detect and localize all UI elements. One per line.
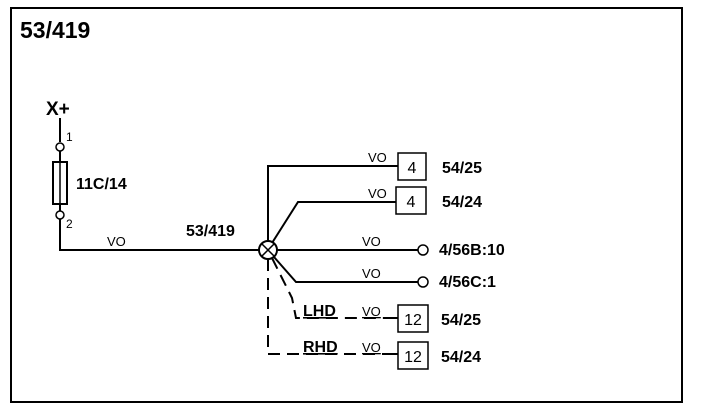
main-wire-color: VO	[107, 234, 126, 249]
branch-2-wire-color: VO	[368, 186, 387, 201]
branch-2-destination: 54/24	[442, 194, 482, 211]
pin-2-terminal	[55, 210, 65, 220]
diagram-frame	[10, 7, 683, 403]
branch-3-terminal	[417, 244, 429, 256]
diagram-title: 53/419	[20, 17, 90, 43]
branch-1-wire-color: VO	[368, 150, 387, 165]
branch-4-destination: 4/56C:1	[439, 274, 496, 291]
branch-5-connector-pin: 12	[404, 312, 422, 329]
pin-2-label: 2	[66, 217, 73, 231]
splice-cross-b	[261, 243, 275, 257]
branch-6-connector	[397, 341, 429, 370]
branch-1-connector	[397, 152, 427, 181]
pin-1-label: 1	[66, 130, 73, 144]
branch-5-destination: 54/25	[441, 312, 481, 329]
branch-3-destination: 4/56B:10	[439, 242, 505, 259]
branch-6-wire-color: VO	[362, 340, 381, 355]
splice-label: 53/419	[186, 223, 235, 240]
branch-6-wire	[267, 259, 386, 355]
branch-1-connector-pin: 4	[408, 160, 417, 177]
power-label: X+	[46, 99, 70, 120]
branch-1-destination: 54/25	[442, 160, 482, 177]
branch-5-wire-color: VO	[362, 304, 381, 319]
fuse-label: 11C/14	[76, 176, 127, 193]
branch-4-wire	[273, 256, 418, 283]
branch-5-wire	[271, 257, 386, 319]
branch-5-variant: LHD	[303, 303, 336, 320]
branch-1-wire	[267, 165, 398, 241]
branch-4-terminal	[417, 276, 429, 288]
branch-6-variant: RHD	[303, 339, 338, 356]
branch-2-connector-pin: 4	[407, 194, 416, 211]
branch-2-wire	[271, 201, 396, 244]
pin-1-terminal	[55, 142, 65, 152]
branch-2-connector	[395, 186, 427, 215]
branch-5-connector	[397, 304, 429, 333]
branch-6-connector-pin: 12	[404, 349, 422, 366]
branch-4-wire-color: VO	[362, 266, 381, 281]
branch-3-wire-color: VO	[362, 234, 381, 249]
main-feed-wire	[59, 219, 259, 251]
branch-6-destination: 54/24	[441, 349, 481, 366]
